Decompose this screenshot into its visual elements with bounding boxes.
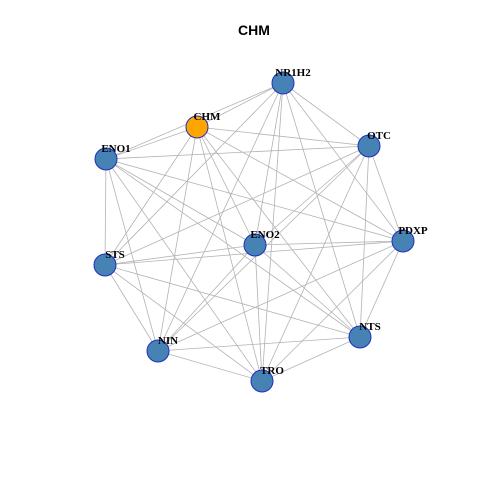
edge-otc-tro bbox=[261, 145, 370, 382]
edge-pdxp-nin bbox=[157, 240, 404, 352]
edge-eno2-tro bbox=[254, 244, 263, 382]
edge-sts-tro bbox=[104, 264, 263, 382]
node-layer bbox=[93, 71, 415, 393]
edge-chm-eno2 bbox=[196, 126, 256, 246]
edge-chm-otc bbox=[196, 126, 370, 147]
edge-nr1h2-tro bbox=[261, 82, 284, 382]
edge-nr1h2-eno2 bbox=[254, 82, 284, 246]
edge-eno2-nts bbox=[254, 244, 361, 338]
edge-chm-pdxp bbox=[196, 126, 404, 242]
edge-layer bbox=[104, 82, 404, 382]
edge-chm-tro bbox=[196, 126, 263, 382]
diagram-title: CHM bbox=[238, 22, 270, 38]
node-eno2 bbox=[243, 233, 267, 257]
node-label-eno2: ENO2 bbox=[250, 229, 280, 241]
edge-pdxp-nts bbox=[359, 240, 404, 338]
edge-eno1-tro bbox=[105, 158, 263, 382]
node-nr1h2 bbox=[271, 71, 295, 95]
node-label-otc: OTC bbox=[367, 130, 391, 142]
node-label-chm: CHM bbox=[194, 111, 222, 123]
edge-sts-nin bbox=[104, 264, 159, 352]
edge-otc-sts bbox=[104, 145, 370, 266]
node-label-pdxp: PDXP bbox=[398, 225, 428, 237]
node-otc bbox=[357, 134, 381, 158]
edge-otc-eno2 bbox=[254, 145, 370, 246]
node-nts bbox=[348, 325, 372, 349]
edge-chm-nin bbox=[157, 126, 198, 352]
node-eno1 bbox=[94, 147, 118, 171]
edge-eno2-nin bbox=[157, 244, 256, 352]
edge-chm-nts bbox=[196, 126, 361, 338]
edge-eno1-nin bbox=[105, 158, 159, 352]
node-label-eno1: ENO1 bbox=[101, 143, 130, 155]
edge-otc-eno1 bbox=[105, 145, 370, 160]
edge-nts-tro bbox=[261, 336, 361, 382]
edge-eno2-pdxp bbox=[254, 240, 404, 246]
node-label-sts: STS bbox=[105, 249, 125, 261]
edge-eno1-sts bbox=[104, 158, 107, 266]
edge-nr1h2-sts bbox=[104, 82, 284, 266]
edge-eno1-eno2 bbox=[105, 158, 256, 246]
node-label-tro: TRO bbox=[260, 365, 284, 377]
edge-eno2-sts bbox=[104, 244, 256, 266]
node-label-nin: NIN bbox=[158, 335, 178, 347]
node-tro bbox=[250, 369, 274, 393]
node-label-nr1h2: NR1H2 bbox=[275, 67, 311, 79]
edge-chm-sts bbox=[104, 126, 198, 266]
node-nin bbox=[146, 339, 170, 363]
edge-otc-pdxp bbox=[368, 145, 404, 242]
edge-nr1h2-nin bbox=[157, 82, 284, 352]
edge-sts-nts bbox=[104, 264, 361, 338]
node-chm bbox=[185, 115, 209, 139]
edge-nts-nin bbox=[157, 336, 361, 352]
edge-eno1-pdxp bbox=[105, 158, 404, 242]
edge-pdxp-tro bbox=[261, 240, 404, 382]
node-label-nts: NTS bbox=[359, 321, 380, 333]
edge-nr1h2-nts bbox=[282, 82, 361, 338]
edge-otc-nts bbox=[359, 145, 370, 338]
edge-nr1h2-chm bbox=[196, 82, 284, 128]
edge-nin-tro bbox=[157, 350, 263, 382]
node-sts bbox=[93, 253, 117, 277]
edge-chm-eno1 bbox=[105, 126, 198, 160]
edge-nr1h2-pdxp bbox=[282, 82, 404, 242]
node-pdxp bbox=[391, 229, 415, 253]
edge-nr1h2-otc bbox=[282, 82, 370, 147]
